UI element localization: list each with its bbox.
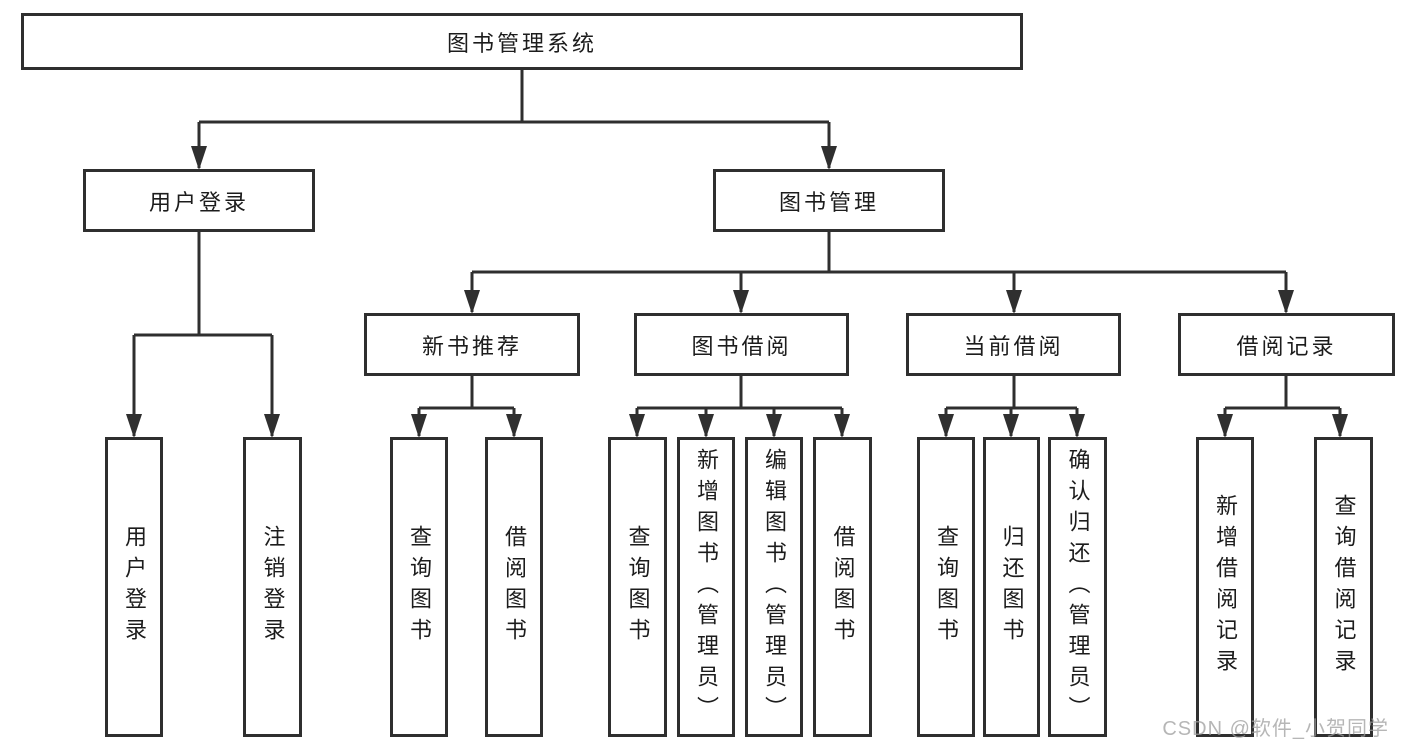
arrowhead-icon [1332,414,1348,438]
node-leaf-add-borrow-record: 新增借阅记录 [1196,437,1254,737]
node-label: 用户登录 [122,525,147,649]
arrowhead-icon [834,414,850,438]
node-label: 新增图书（管理员） [694,447,719,727]
node-user-login: 用户登录 [83,169,315,232]
node-label: 确认归还（管理员） [1065,447,1091,727]
arrowhead-icon [766,414,782,438]
node-label: 用户登录 [148,189,249,215]
node-label: 借阅记录 [1236,333,1337,359]
node-leaf-edit-book-admin: 编辑图书（管理员） [745,437,803,737]
node-leaf-logout: 注销登录 [243,437,302,737]
node-leaf-query-book-recommend: 查询图书 [390,437,448,737]
arrowhead-icon [821,146,837,170]
arrowheads [126,146,1348,438]
arrowhead-icon [1003,414,1019,438]
arrowhead-icon [411,414,427,438]
node-label: 查询图书 [625,525,651,649]
arrowhead-icon [1217,414,1233,438]
arrowhead-icon [938,414,954,438]
node-leaf-borrow-book-recommend: 借阅图书 [485,437,543,737]
node-label: 借阅图书 [830,525,856,649]
node-book-borrow: 图书借阅 [634,313,849,376]
node-leaf-query-borrow-record: 查询借阅记录 [1314,437,1373,737]
csdn-watermark: CSDN @软件_小贺同学 [1162,718,1389,740]
node-root-system: 图书管理系统 [21,13,1023,70]
node-current-borrow: 当前借阅 [906,313,1121,376]
arrowhead-icon [1069,414,1085,438]
arrowhead-icon [464,290,480,314]
arrowhead-icon [1006,290,1022,314]
node-label: 注销登录 [260,525,286,649]
node-label: 图书管理 [778,189,879,215]
arrowhead-icon [1278,290,1294,314]
node-label: 新书推荐 [421,333,522,359]
node-leaf-return-book: 归还图书 [983,437,1040,737]
node-leaf-add-book-admin: 新增图书（管理员） [677,437,735,737]
node-borrow-records: 借阅记录 [1178,313,1395,376]
node-label: 编辑图书（管理员） [762,447,787,727]
arrowhead-icon [506,414,522,438]
arrowhead-icon [733,290,749,314]
arrowhead-icon [698,414,714,438]
arrowhead-icon [264,414,280,438]
arrowhead-icon [191,146,207,170]
node-label: 借阅图书 [502,525,527,649]
node-book-management: 图书管理 [713,169,945,232]
arrowhead-icon [126,414,142,438]
node-label: 查询图书 [934,525,959,649]
node-label: 当前借阅 [963,333,1064,359]
connector-lines [132,70,1342,436]
node-label: 查询借阅记录 [1331,494,1357,680]
node-leaf-borrow-book: 借阅图书 [813,437,872,737]
node-label: 查询图书 [407,525,432,649]
node-leaf-query-book-current: 查询图书 [917,437,975,737]
node-new-book-recommend: 新书推荐 [364,313,580,376]
node-label: 新增借阅记录 [1213,494,1238,680]
node-label: 图书管理系统 [446,30,597,56]
node-leaf-confirm-return-admin: 确认归还（管理员） [1048,437,1107,737]
node-leaf-user-login: 用户登录 [105,437,163,737]
node-leaf-query-book-borrow: 查询图书 [608,437,667,737]
arrowhead-icon [629,414,645,438]
node-label: 图书借阅 [691,333,792,359]
node-label: 归还图书 [999,525,1025,649]
